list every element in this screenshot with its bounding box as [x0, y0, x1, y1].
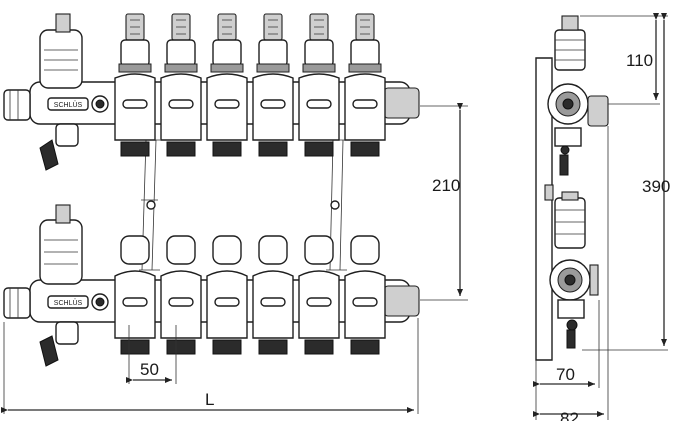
- dimension-overall-height-label: 390: [642, 177, 670, 196]
- dimension-axis-distance: 210: [420, 103, 468, 301]
- valve-cap: [298, 235, 340, 355]
- dimension-top-offset: 110: [580, 13, 660, 105]
- valve-caps: [114, 235, 386, 355]
- dimension-outlet-spacing-label: 50: [140, 360, 159, 379]
- valve-cap: [252, 235, 294, 355]
- brand-label-top: SCHLÜS: [54, 101, 83, 109]
- valve-cap: [160, 235, 202, 355]
- brand-label-bottom: SCHLÜS: [54, 299, 83, 307]
- valve-cap: [344, 235, 386, 355]
- flow-meters: [114, 13, 386, 157]
- dimension-total-length-label: L: [205, 390, 214, 409]
- dimension-total-length: L: [1, 318, 419, 414]
- flow-meter: [344, 13, 386, 157]
- flow-meter: [206, 13, 248, 157]
- valve-cap: [114, 235, 156, 355]
- side-view: 110 390 70 82: [533, 13, 670, 426]
- flow-meter: [252, 13, 294, 157]
- dimension-depth-bracket: 70: [533, 300, 600, 420]
- flow-meter: [160, 13, 202, 157]
- dimension-overall-height: 390: [582, 13, 670, 351]
- front-view: SCHLÜS SCHLÜS 210 50 L: [1, 13, 468, 414]
- valve-cap: [206, 235, 248, 355]
- dimension-axis-distance-label: 210: [432, 176, 460, 195]
- dimension-depth-total-label: 82: [560, 409, 579, 421]
- dimension-top-offset-label: 110: [626, 51, 653, 70]
- flow-meter: [114, 13, 156, 157]
- dimension-outlet-spacing: 50: [126, 325, 177, 384]
- dimension-depth-bracket-label: 70: [556, 365, 575, 384]
- flow-meter: [298, 13, 340, 157]
